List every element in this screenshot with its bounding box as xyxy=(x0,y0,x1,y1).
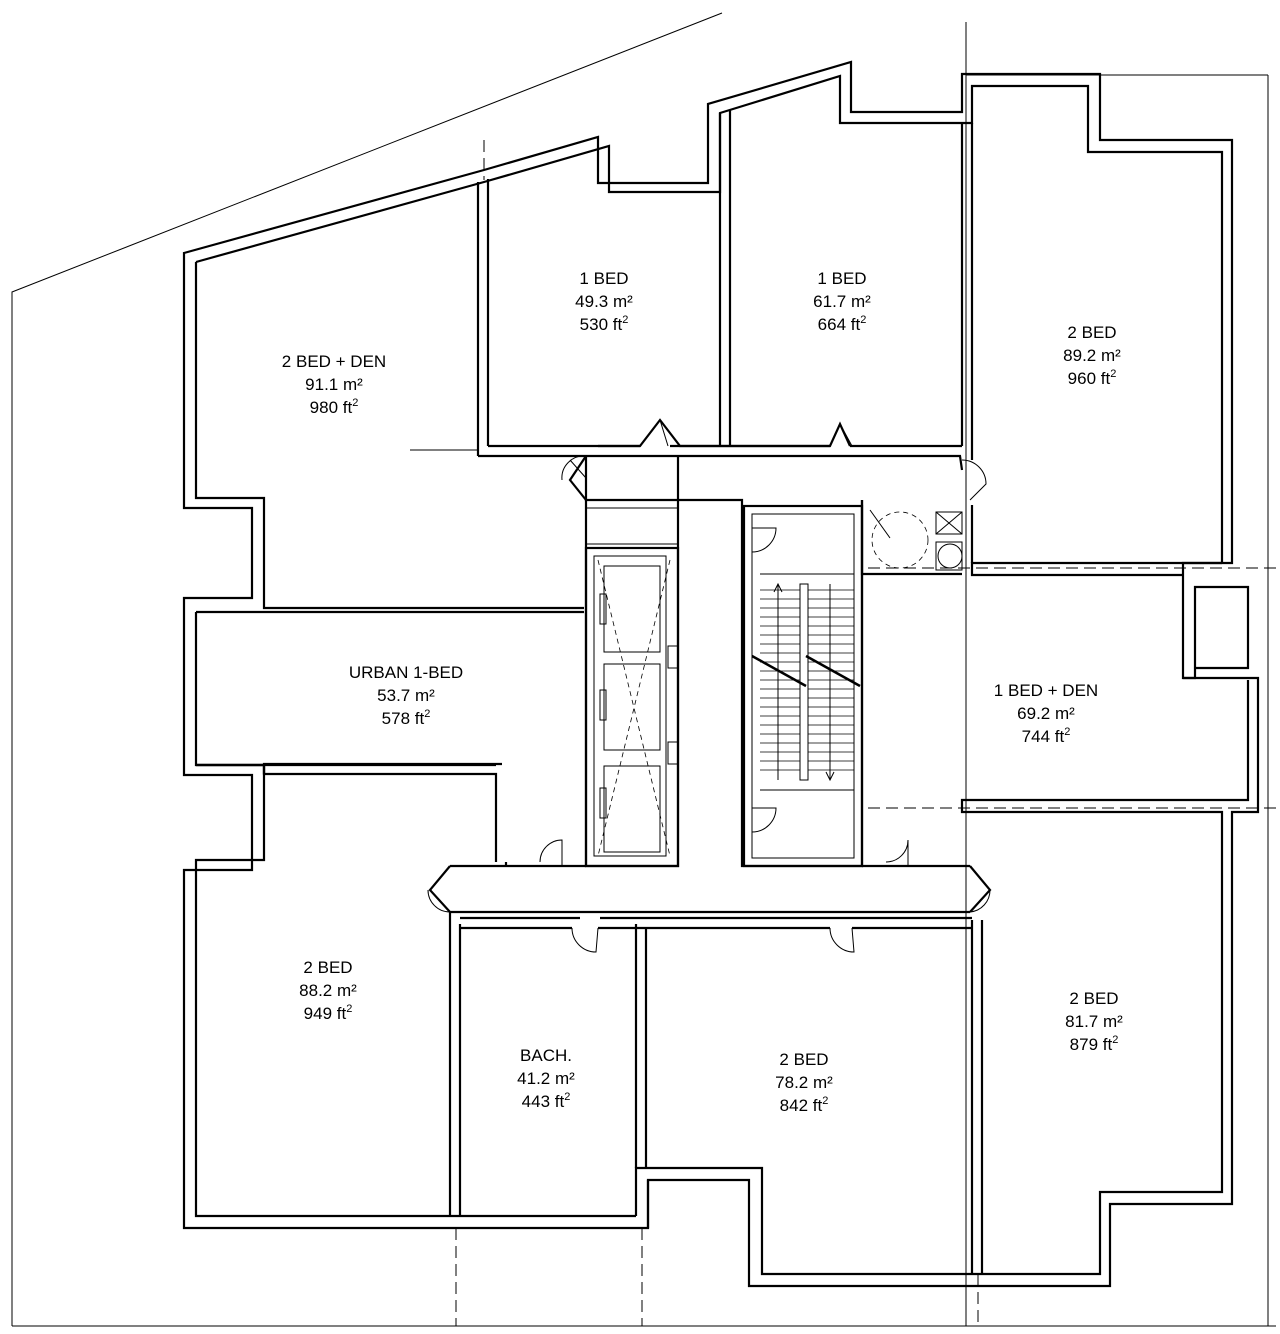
unit-type: 1 BED xyxy=(579,269,628,288)
unit-label-text: URBAN 1-BED xyxy=(349,663,463,682)
unit-label-text: 1 BED xyxy=(579,269,628,288)
unit-area-ft: 530 ft2 xyxy=(580,314,629,334)
grid-lines xyxy=(410,22,1280,1326)
unit-area-m2: 81.7 m² xyxy=(1065,1012,1123,1031)
unit-label-text: 960 ft xyxy=(1068,369,1111,388)
unit-area-ft: 578 ft2 xyxy=(382,708,431,728)
unit-type: 2 BED xyxy=(303,958,352,977)
unit-type: 2 BED xyxy=(779,1050,828,1069)
unit-label-text: 88.2 m² xyxy=(299,981,357,1000)
demising-walls xyxy=(448,110,984,1274)
unit-label-text: 69.2 m² xyxy=(1017,704,1075,723)
unit-area-ft: 443 ft2 xyxy=(522,1091,571,1111)
superscript: 2 xyxy=(1064,726,1070,738)
unit-area-ft: 879 ft2 xyxy=(1070,1034,1119,1054)
unit-label-text: 443 ft xyxy=(522,1092,565,1111)
unit-area-m2: 91.1 m² xyxy=(305,375,363,394)
unit-area-ft: 842 ft2 xyxy=(780,1095,829,1115)
superscript: 2 xyxy=(860,314,866,326)
unit-area-ft: 949 ft2 xyxy=(304,1003,353,1023)
unit-label-text: 2 BED + DEN xyxy=(282,352,386,371)
unit-area-m2: 61.7 m² xyxy=(813,292,871,311)
superscript: 2 xyxy=(822,1095,828,1107)
unit-label-text: 61.7 m² xyxy=(813,292,871,311)
unit-label-text: 91.1 m² xyxy=(305,375,363,394)
unit-type: 1 BED xyxy=(817,269,866,288)
unit-label-text: 78.2 m² xyxy=(775,1073,833,1092)
unit-area-m2: 89.2 m² xyxy=(1063,346,1121,365)
unit-label-text: 744 ft xyxy=(1022,727,1065,746)
unit-label-text: 2 BED xyxy=(303,958,352,977)
superscript: 2 xyxy=(1110,368,1116,380)
unit-label-text: 949 ft xyxy=(304,1004,347,1023)
unit-label-text: 530 ft xyxy=(580,315,623,334)
unit-label-text: BACH. xyxy=(520,1046,572,1065)
unit-label-text: 49.3 m² xyxy=(575,292,633,311)
elevators xyxy=(584,507,680,868)
unit-label-text: 1 BED + DEN xyxy=(994,681,1098,700)
stairwell xyxy=(742,504,864,868)
unit-label-text: 41.2 m² xyxy=(517,1069,575,1088)
unit-type: 2 BED + DEN xyxy=(282,352,386,371)
unit-label-text: 879 ft xyxy=(1070,1035,1113,1054)
superscript: 2 xyxy=(424,708,430,720)
unit-label-text: 2 BED xyxy=(1067,323,1116,342)
unit-area-ft: 980 ft2 xyxy=(310,397,359,417)
unit-label-text: 664 ft xyxy=(818,315,861,334)
unit-area-m2: 53.7 m² xyxy=(377,686,435,705)
unit-area-m2: 49.3 m² xyxy=(575,292,633,311)
unit-area-ft: 960 ft2 xyxy=(1068,368,1117,388)
unit-type: 2 BED xyxy=(1069,989,1118,1008)
unit-area-m2: 78.2 m² xyxy=(775,1073,833,1092)
unit-label-text: 578 ft xyxy=(382,709,425,728)
building-walls xyxy=(182,60,1260,1288)
superscript: 2 xyxy=(1112,1034,1118,1046)
unit-area-m2: 41.2 m² xyxy=(517,1069,575,1088)
superscript: 2 xyxy=(352,397,358,409)
unit-label-text: 89.2 m² xyxy=(1063,346,1121,365)
unit-type: 2 BED xyxy=(1067,323,1116,342)
superscript: 2 xyxy=(346,1003,352,1015)
door-swings xyxy=(427,418,991,953)
superscript: 2 xyxy=(564,1091,570,1103)
unit-label-text: 2 BED xyxy=(779,1050,828,1069)
unit-area-m2: 69.2 m² xyxy=(1017,704,1075,723)
unit-type: BACH. xyxy=(520,1046,572,1065)
superscript: 2 xyxy=(622,314,628,326)
unit-label-text: 842 ft xyxy=(780,1096,823,1115)
unit-label-text: 53.7 m² xyxy=(377,686,435,705)
service-room xyxy=(935,511,963,571)
unit-label-text: 980 ft xyxy=(310,398,353,417)
unit-area-ft: 664 ft2 xyxy=(818,314,867,334)
unit-label-text: 2 BED xyxy=(1069,989,1118,1008)
unit-label-text: 1 BED xyxy=(817,269,866,288)
unit-type: URBAN 1-BED xyxy=(349,663,463,682)
unit-label-text: 81.7 m² xyxy=(1065,1012,1123,1031)
corridor xyxy=(428,418,992,914)
site-boundary xyxy=(11,12,1276,1327)
unit-area-ft: 744 ft2 xyxy=(1022,726,1071,746)
unit-area-m2: 88.2 m² xyxy=(299,981,357,1000)
unit-type: 1 BED + DEN xyxy=(994,681,1098,700)
